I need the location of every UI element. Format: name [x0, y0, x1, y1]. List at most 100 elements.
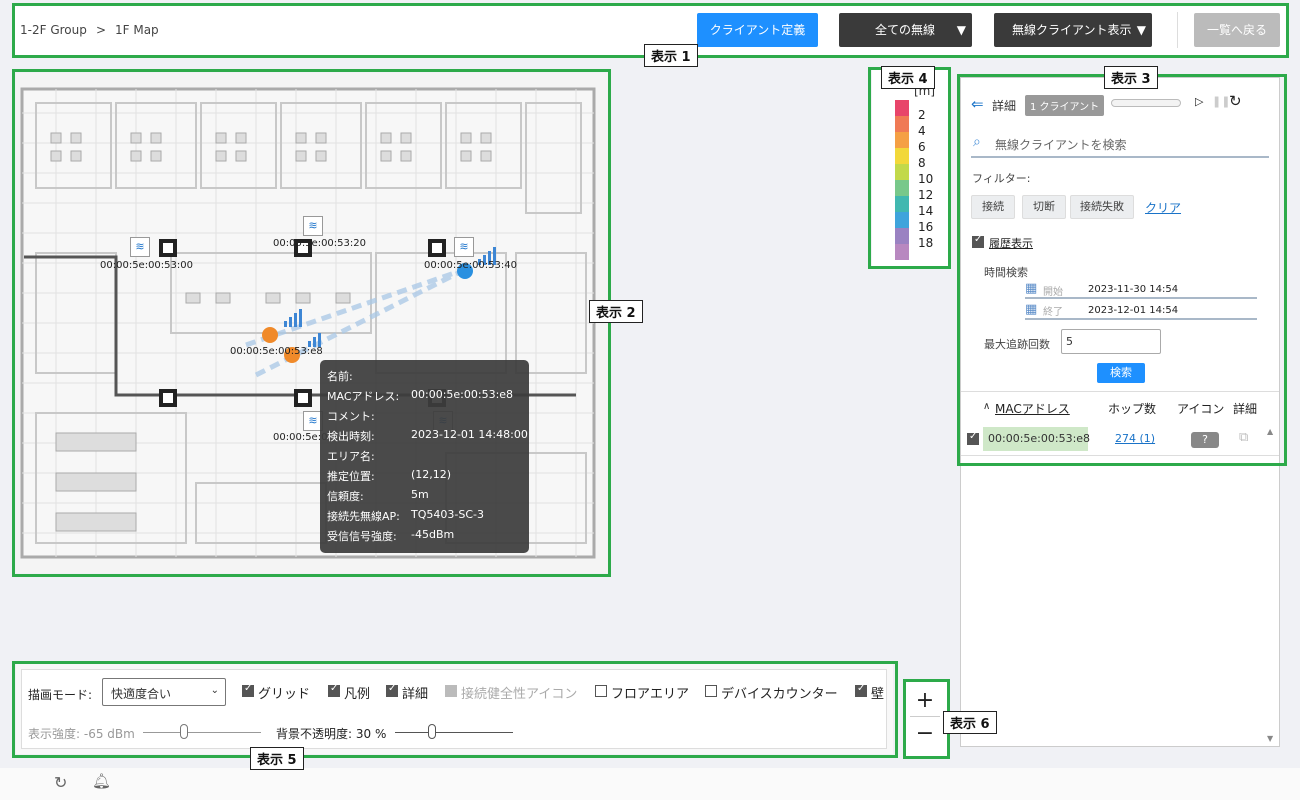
detail-checkbox[interactable] — [386, 683, 398, 697]
max-track-input[interactable]: 5 — [1061, 329, 1161, 354]
legend-swatch — [895, 228, 909, 244]
detail-label: 詳細 — [992, 99, 1017, 113]
health-icon-checkbox[interactable] — [445, 685, 457, 697]
callout-label-4: 表示 4 — [881, 66, 935, 89]
opacity-slider-track[interactable] — [395, 732, 513, 733]
client-search-field[interactable]: ⌕ 無線クライアントを検索 — [971, 130, 1269, 158]
column-icon-header: アイコン — [1177, 402, 1225, 416]
callout-label-3: 表示 3 — [1104, 66, 1158, 89]
display-options-bar: 描画モード: 快適度合い ⌄ グリッド 凡例 詳細 接続健全性アイコン フロアエ… — [16, 664, 893, 754]
wifi-icon[interactable]: ≋ — [303, 216, 323, 236]
refresh-icon[interactable]: ↻ — [1229, 92, 1242, 110]
legend-checkbox[interactable] — [328, 683, 340, 697]
strength-slider-track[interactable] — [143, 732, 261, 733]
draw-mode-select[interactable]: 快適度合い ⌄ — [102, 678, 226, 706]
tooltip-ap-key: 接続先無線AP: — [327, 510, 400, 523]
tooltip-mac-key: MACアドレス: — [327, 390, 400, 403]
display-mode-dropdown[interactable]: 無線クライアント表示 ▼ — [994, 13, 1152, 47]
end-date-field[interactable]: ▦ 終了 2023-12-01 14:54 — [1025, 301, 1257, 320]
strength-label: 表示強度: -65 dBm — [28, 727, 135, 741]
breadcrumb-group[interactable]: 1-2F Group — [20, 23, 87, 37]
access-point-marker[interactable] — [428, 239, 446, 257]
external-link-icon[interactable]: ⧉ — [1239, 430, 1249, 445]
tooltip-position-value: (12,12) — [411, 468, 452, 481]
legend-swatch — [895, 148, 909, 164]
start-date-field[interactable]: ▦ 開始 2023-11-30 14:54 — [1025, 280, 1257, 299]
wireless-filter-dropdown[interactable]: 全ての無線 ▼ — [839, 13, 972, 47]
sort-ascending-icon[interactable]: ∧ — [983, 401, 991, 412]
header-divider — [1177, 12, 1178, 48]
wifi-icon[interactable]: ≋ — [454, 237, 474, 257]
legend-distance-label: 16 — [918, 220, 934, 234]
client-definition-button[interactable]: クライアント定義 — [697, 13, 818, 47]
strength-slider-handle[interactable] — [180, 724, 188, 739]
health-icon-label: 接続健全性アイコン — [461, 687, 578, 702]
tooltip-reliability-value: 5m — [411, 488, 429, 501]
zoom-in-button[interactable]: + — [910, 687, 940, 717]
wall-checkbox[interactable] — [855, 683, 867, 697]
search-icon: ⌕ — [973, 134, 981, 150]
filter-disconnected-button[interactable]: 切断 — [1022, 195, 1066, 219]
playback-progress-bar[interactable] — [1111, 99, 1181, 107]
pause-icon[interactable]: ❚❚ — [1212, 95, 1231, 108]
breadcrumb-map: 1F Map — [115, 23, 159, 37]
tooltip-name-key: 名前: — [327, 370, 353, 383]
grid-checkbox[interactable] — [242, 683, 254, 697]
floor-area-checkbox[interactable] — [595, 685, 607, 697]
opacity-slider-handle[interactable] — [428, 724, 436, 739]
column-mac-header[interactable]: MACアドレス — [995, 402, 1070, 416]
end-date-value: 2023-12-01 14:54 — [1088, 305, 1179, 316]
access-point-marker[interactable] — [294, 239, 312, 257]
chevron-down-icon: ⌄ — [210, 685, 219, 696]
wireless-filter-value: 全ての無線 — [875, 23, 936, 37]
bell-icon[interactable]: 🔔︎ — [92, 772, 112, 790]
back-to-list-button[interactable]: 一覧へ戻る — [1194, 13, 1280, 47]
filter-failed-button[interactable]: 接続失敗 — [1070, 195, 1134, 219]
tooltip-rssi-value: -45dBm — [411, 528, 455, 541]
grid-label: グリッド — [258, 687, 311, 702]
client-mac-label: 00:00:5e:00:53:40 — [424, 260, 517, 271]
legend-distance-label: 18 — [918, 236, 934, 250]
client-mac-label: 00:00:5e:00:53:e8 — [230, 346, 323, 357]
annotation-box-2 — [12, 69, 611, 577]
access-point-marker[interactable] — [294, 389, 312, 407]
history-label[interactable]: 履歴表示 — [989, 237, 1033, 250]
tooltip-mac-value: 00:00:5e:00:53:e8 — [411, 388, 514, 401]
table-row[interactable]: 00:00:5e:00:53:e8 274 (1) ? ⧉ — [961, 423, 1279, 456]
max-track-label: 最大追跡回数 — [984, 338, 1050, 351]
column-hop-header: ホップ数 — [1108, 402, 1157, 416]
access-point-marker[interactable] — [159, 239, 177, 257]
row-hop-link[interactable]: 274 (1) — [1115, 432, 1156, 445]
history-checkbox[interactable] — [972, 234, 984, 248]
client-mac-label: 00:00:5e:0 — [273, 432, 328, 443]
callout-label-6: 表示 6 — [943, 711, 997, 734]
row-checkbox[interactable] — [967, 431, 979, 445]
filter-connected-button[interactable]: 接続 — [971, 195, 1015, 219]
legend-swatch — [895, 132, 909, 148]
access-point-marker[interactable] — [159, 389, 177, 407]
device-counter-label: デバイスカウンター — [721, 687, 838, 702]
client-mac-label: 00:00:5e:00:53:00 — [100, 260, 193, 271]
end-date-label: 終了 — [1043, 307, 1063, 318]
filter-clear-link[interactable]: クリア — [1145, 201, 1182, 215]
zoom-out-button[interactable]: − — [915, 721, 935, 746]
row-mac-value: 00:00:5e:00:53:e8 — [988, 432, 1091, 445]
search-button[interactable]: 検索 — [1097, 363, 1145, 383]
legend-distance-label: 10 — [918, 172, 934, 186]
collapse-panel-icon[interactable]: ⇐ — [971, 95, 984, 113]
reload-icon[interactable]: ↻ — [54, 773, 68, 792]
opacity-label: 背景不透明度: 30 % — [276, 727, 387, 741]
scroll-up-icon[interactable]: ▲ — [1267, 427, 1274, 436]
footer-bar: ↻ 🔔︎ — [0, 768, 1300, 800]
wifi-icon[interactable]: ≋ — [130, 237, 150, 257]
client-detail-panel: ⇐ 詳細 1 クライアント ▷ ❚❚ ↻ ⌕ 無線クライアントを検索 フィルター… — [960, 77, 1280, 747]
play-icon[interactable]: ▷ — [1195, 95, 1204, 108]
draw-mode-label: 描画モード: — [28, 688, 93, 702]
annotation-box-4 — [868, 67, 951, 269]
legend-swatch — [895, 164, 909, 180]
device-counter-checkbox[interactable] — [705, 685, 717, 697]
tooltip-area-key: エリア名: — [327, 450, 375, 463]
client-mac-label: 00:00:5e:00:53:20 — [273, 238, 366, 249]
scroll-down-icon[interactable]: ▼ — [1267, 734, 1274, 743]
